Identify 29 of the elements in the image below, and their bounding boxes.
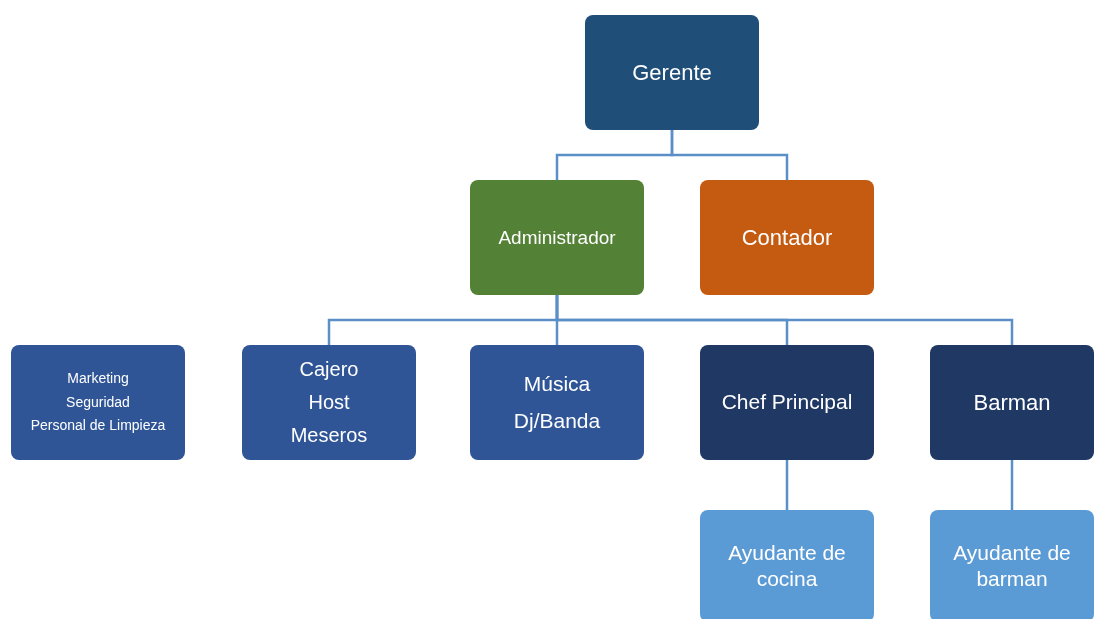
role-label: Host [308,390,350,415]
org-box [930,510,1094,619]
role-label: Chef Principal [721,389,853,416]
connector-line [670,130,789,180]
role-label: Personal de Limpieza [30,417,166,435]
role-label: Meseros [290,423,368,448]
role-label: Contador [741,223,833,252]
connector-line [1010,460,1014,510]
org-box [585,15,759,130]
role-label: Cajero [299,357,359,382]
role-label: Ayudante de barman [952,539,1072,592]
org-box [470,345,644,460]
role-label: Gerente [632,58,712,87]
role-label: Música [523,371,591,398]
role-label: Dj/Banda [513,407,601,434]
org-box [700,345,874,460]
role-label: Marketing [67,370,129,388]
connector-line [555,295,1014,345]
role-label: Seguridad [66,393,130,412]
org-box [242,345,416,460]
connector-line [785,460,789,510]
org-box [11,345,185,460]
org-box [700,180,874,295]
role-label: Ayudante de cocina [727,539,847,592]
org-box [930,345,1094,460]
role-label: Administrador [498,225,616,250]
org-box [470,180,644,295]
org-box [700,510,874,619]
role-label: Barman [973,388,1051,417]
